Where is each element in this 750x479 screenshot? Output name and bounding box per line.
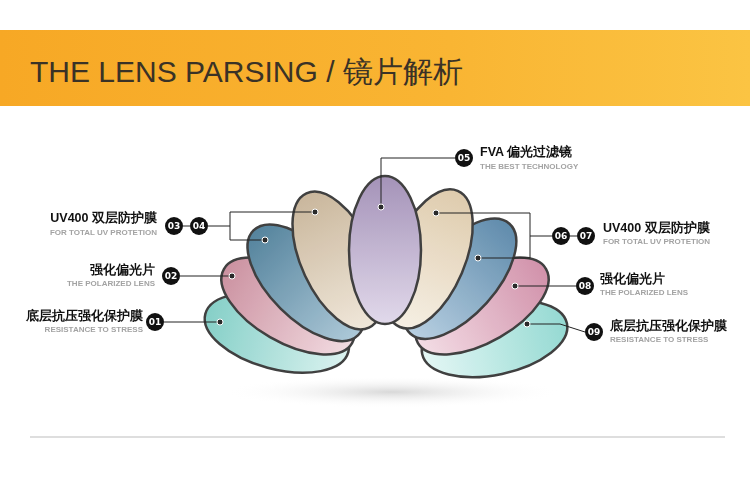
callout-circle: 09 bbox=[585, 323, 603, 341]
lens-subtitle: THE POLARIZED LENS bbox=[600, 288, 688, 298]
lens-name: 强化偏光片 bbox=[90, 263, 155, 277]
lens-name: 底层抗压强化保护膜 bbox=[610, 319, 727, 333]
callout-circle: 02 bbox=[162, 267, 180, 285]
callout-number: 01 bbox=[149, 317, 162, 327]
lens-name: UV400 双层防护膜 bbox=[603, 221, 710, 235]
callout-circle: 08 bbox=[576, 277, 594, 295]
lens-name: 强化偏光片 bbox=[600, 272, 665, 286]
callout-number: 09 bbox=[588, 327, 601, 337]
lens-subtitle: THE BEST TECHNOLOGY bbox=[480, 162, 578, 172]
callout-number: 07 bbox=[580, 231, 593, 241]
lens-subtitle: THE POLARIZED LENS bbox=[67, 279, 155, 289]
callout-circle: 06 bbox=[552, 227, 570, 245]
callout-circle: 04 bbox=[190, 217, 208, 235]
lens-subtitle: FOR TOTAL UV PROTETION bbox=[603, 237, 710, 247]
callout-number: 03 bbox=[168, 221, 181, 231]
callout-number: 04 bbox=[193, 221, 206, 231]
callout-circle: 03 bbox=[165, 217, 183, 235]
callout-circle: 07 bbox=[577, 227, 595, 245]
lens-subtitle: RESISTANCE TO STRESS bbox=[45, 325, 143, 335]
lens-subtitle: FOR TOTAL UV PROTETION bbox=[50, 228, 157, 238]
callout-circle: 01 bbox=[146, 313, 164, 331]
callout-number: 06 bbox=[555, 231, 568, 241]
callout-number: 02 bbox=[165, 271, 178, 281]
callout-number: 08 bbox=[579, 281, 592, 291]
callout-number: 05 bbox=[458, 153, 471, 163]
lens-subtitle: RESISTANCE TO STRESS bbox=[610, 335, 708, 345]
page-title: THE LENS PARSING / 镜片解析 bbox=[30, 52, 463, 93]
lens-name: 底层抗压强化保护膜 bbox=[26, 309, 143, 323]
callout-circle: 05 bbox=[455, 149, 473, 167]
lens-name: FVA 偏光过滤镜 bbox=[480, 145, 572, 159]
lens-name: UV400 双层防护膜 bbox=[50, 211, 157, 225]
